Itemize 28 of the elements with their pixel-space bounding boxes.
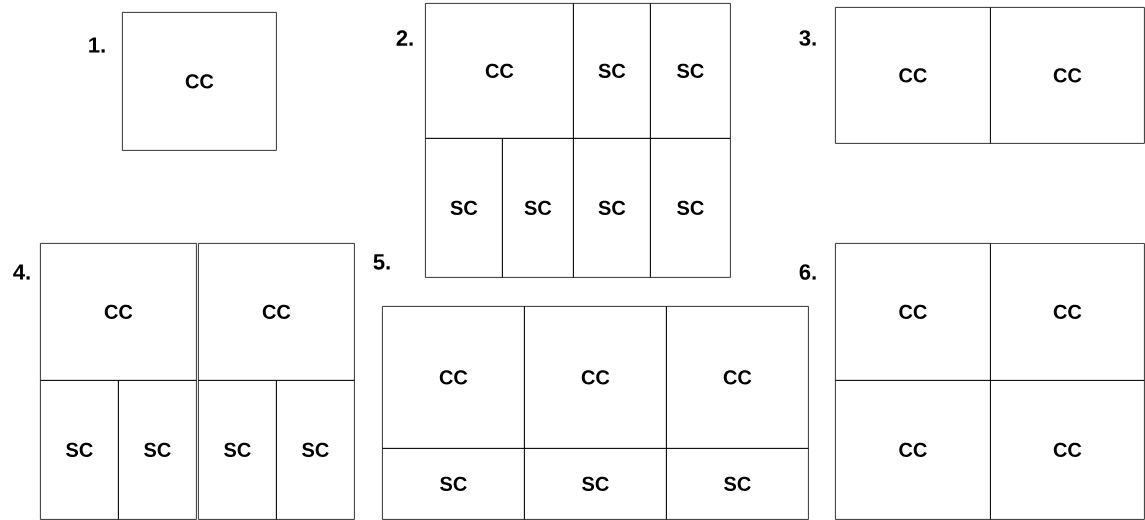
grid-cell: SC [666, 448, 809, 520]
grid-cell: SC [425, 138, 503, 278]
grid-cell: CC [40, 243, 197, 381]
grid-cell: CC [198, 243, 355, 381]
grid-cell: CC [835, 7, 991, 144]
grid-cell: CC [990, 7, 1145, 144]
grid-cell: SC [276, 380, 355, 520]
grid-cell: CC [122, 12, 277, 151]
grid-cell: SC [524, 448, 667, 520]
panel-number: 6. [799, 264, 816, 280]
grid-cell: CC [382, 306, 525, 449]
grid-cell: SC [198, 380, 277, 520]
grid-cell: SC [118, 380, 197, 520]
grid-cell: CC [666, 306, 809, 449]
grid-cell: CC [835, 243, 991, 381]
grid-cell: SC [382, 448, 525, 520]
grid-cell: SC [573, 138, 651, 278]
grid-cell: SC [650, 3, 731, 139]
grid-cell: SC [573, 3, 651, 139]
panel-number: 5. [373, 254, 390, 270]
grid-cell: SC [502, 138, 574, 278]
grid-cell: CC [524, 306, 667, 449]
grid-cell: SC [650, 138, 731, 278]
grid-cell: CC [425, 3, 574, 139]
grid-cell: CC [835, 380, 991, 520]
grid-cell: CC [990, 380, 1145, 520]
grid-cell: SC [40, 380, 119, 520]
grid-cell: CC [990, 243, 1145, 381]
